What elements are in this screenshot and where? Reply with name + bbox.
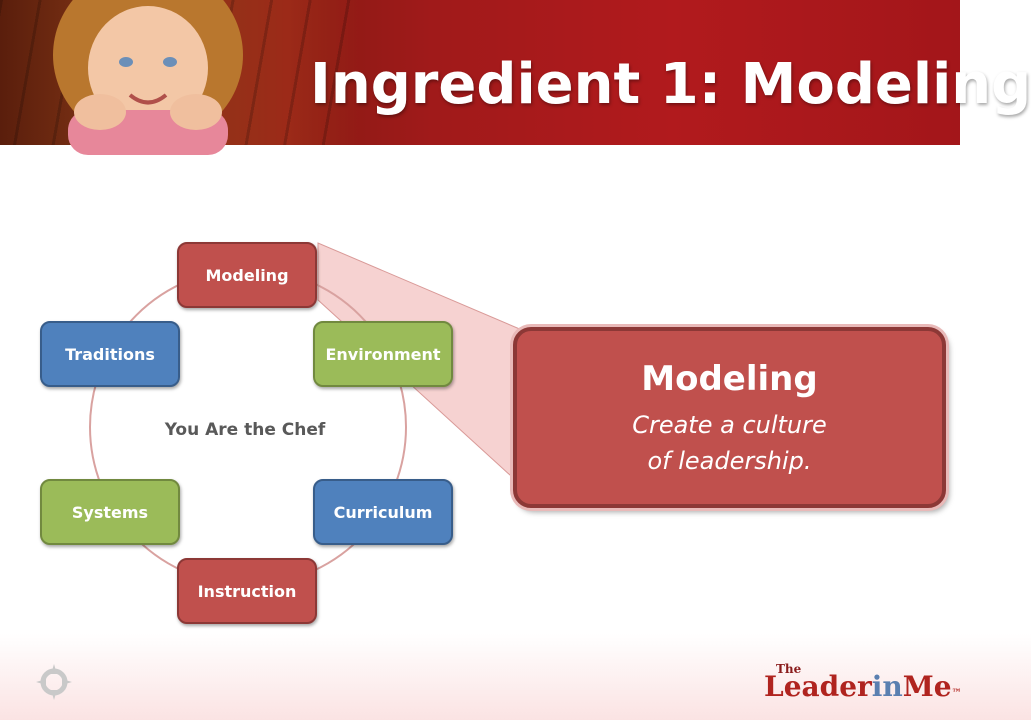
child-photo — [53, 0, 243, 155]
ingredients-diagram: Modeling Environment Curriculum Instruct… — [0, 150, 960, 650]
center-label: You Are the Chef — [164, 420, 326, 440]
node-label: Systems — [71, 502, 149, 522]
node-modeling: Modeling — [177, 242, 317, 308]
leader-in-me-logo: The LeaderinMe™ — [764, 662, 962, 708]
node-environment: Environment — [313, 321, 453, 387]
node-curriculum: Curriculum — [313, 479, 453, 545]
logo-wordmark: LeaderinMe™ — [764, 670, 962, 703]
modeling-callout: Modeling Create a culture of leadership. — [513, 327, 946, 508]
node-traditions: Traditions — [40, 321, 180, 387]
slide-title: Ingredient 1: Modeling — [310, 52, 1031, 117]
node-label: Instruction — [197, 581, 297, 601]
logo-the: The — [776, 662, 802, 676]
node-systems: Systems — [40, 479, 180, 545]
callout-line-1: Create a culture — [632, 411, 827, 439]
node-label: Curriculum — [333, 502, 433, 522]
compass-logo-icon — [36, 664, 72, 700]
logo-word-leader: Leader — [764, 670, 872, 703]
node-instruction: Instruction — [177, 558, 317, 624]
logo-word-in: in — [871, 670, 903, 703]
callout-line-2: of leadership. — [647, 447, 812, 475]
node-label: Traditions — [65, 344, 155, 364]
header-banner: Ingredient 1: Modeling — [0, 0, 1031, 155]
node-label: Modeling — [205, 265, 289, 285]
callout-title: Modeling — [641, 359, 818, 399]
logo-word-me: Me — [902, 670, 952, 703]
logo-trademark: ™ — [951, 688, 962, 699]
node-label: Environment — [325, 344, 441, 364]
